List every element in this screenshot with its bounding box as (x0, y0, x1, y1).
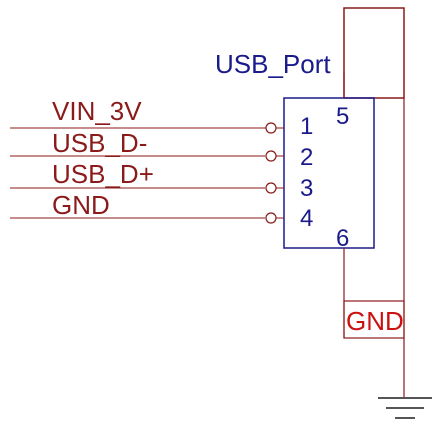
pin-number-4: 4 (300, 205, 313, 232)
net-label-vin-3v: VIN_3V (52, 96, 142, 126)
pin-number-2: 2 (300, 144, 313, 171)
pin-number-3: 3 (300, 175, 313, 202)
connector-body (283, 97, 375, 249)
upper-frame (343, 7, 405, 99)
pin-number-6: 6 (336, 225, 349, 252)
net-label-gnd: GND (52, 190, 110, 220)
pin-number-5: 5 (336, 103, 349, 130)
pin-circle-2 (265, 150, 277, 162)
ground-symbol-icon (378, 397, 432, 419)
pin-number-1: 1 (300, 113, 313, 140)
pin-circle-4 (265, 212, 277, 224)
connector-label: USB_Port (215, 49, 331, 79)
net-label-usb-dm: USB_D- (52, 128, 147, 158)
ground-label: GND (346, 306, 404, 336)
net-label-usb-dp: USB_D+ (52, 159, 154, 189)
pin-circle-3 (265, 182, 277, 194)
pin-circle-1 (265, 122, 277, 134)
